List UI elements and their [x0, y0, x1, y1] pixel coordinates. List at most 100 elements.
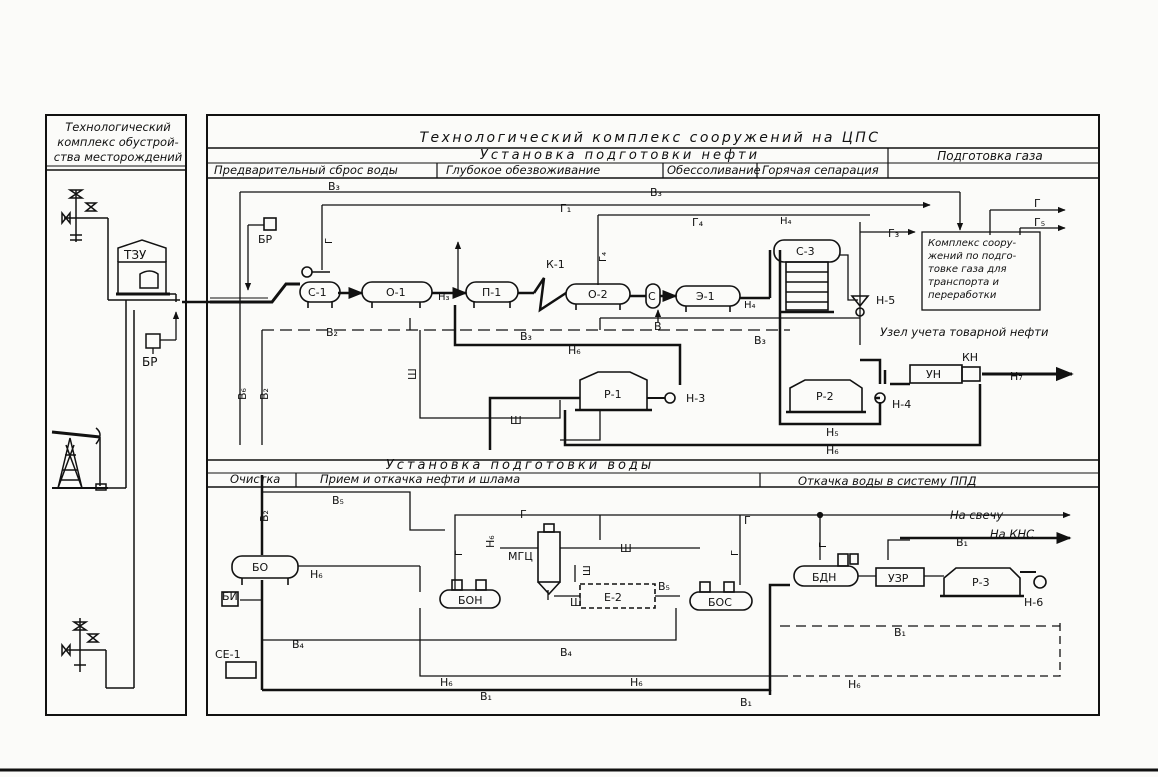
stream-v3-d: В₃ [754, 334, 766, 347]
gas-complex-line-5: переработки [928, 289, 997, 301]
field-panel [45, 114, 187, 716]
stream-v6: В₆ [236, 387, 249, 400]
vessel-o2 [565, 283, 631, 305]
section-cleaning: Очистка [230, 472, 280, 486]
stream-v4-a: В₄ [292, 638, 305, 651]
stream-n6-c: Н₆ [310, 568, 323, 581]
label-n5: Н-5 [876, 294, 895, 307]
vessel-o1 [361, 281, 433, 303]
stream-v1-c: В₁ [894, 626, 906, 639]
stream-n6-b: Н₆ [826, 444, 839, 457]
gas-complex-line-4: транспорта и [928, 277, 999, 288]
label-e2: Е-2 [604, 591, 622, 604]
wellhead-bottom-icon [61, 310, 135, 689]
unit-uzr [875, 567, 925, 587]
stream-v3-a: В₃ [328, 180, 340, 193]
stream-sh-b: Ш [406, 368, 419, 380]
br-box-main [263, 217, 277, 231]
stream-g4-b: Г₄ [598, 252, 609, 262]
stream-sh-d: Ш [570, 596, 582, 609]
stream-v4-b: В₄ [560, 646, 573, 659]
label-bo: БО [252, 561, 269, 574]
stream-v5-a: В₅ [332, 494, 344, 507]
vessel-e2 [579, 583, 656, 609]
label-uzr: УЗР [888, 572, 909, 585]
vessel-bon [439, 589, 501, 609]
gas-complex-line-3: товке газа для [928, 264, 1007, 275]
field-title-line-2: комплекс обустрой- [57, 135, 178, 149]
stream-g-a: Г [520, 508, 527, 521]
field-title-line-1: Технологический [65, 120, 171, 134]
stream-g4-a: Г₄ [692, 216, 704, 229]
section-prelim-water: Предварительный сброс воды [214, 163, 398, 177]
section-desalting: Обессоливание [667, 163, 761, 177]
label-r1: Р-1 [604, 388, 622, 401]
vessel-se1 [225, 661, 257, 679]
stream-sh-c: Ш [620, 542, 632, 555]
label-bdn: БДН [812, 571, 836, 584]
pump-n4-icon [874, 392, 886, 404]
stream-n7: Н₇ [1010, 370, 1023, 383]
stream-v2-c: В₂ [258, 510, 271, 522]
stream-sh-e: Ш [582, 565, 593, 576]
main-frame [206, 114, 1100, 716]
label-bon: БОН [458, 594, 482, 607]
gas-complex-line-2: жений по подго- [927, 251, 1017, 262]
stream-n6-e: Н₆ [630, 676, 643, 689]
label-e1: Э-1 [696, 290, 715, 303]
stream-n6-f: Н₆ [848, 678, 861, 691]
label-c: С [648, 290, 656, 303]
stream-v3-c: В₃ [520, 330, 532, 343]
oil-piping [210, 191, 1074, 450]
water-stream-labels: В₅ Г Г Ш Ш В₅ Н₆ В₄ В₄ Н₆ Н₆ Н₆ В₁ В₁ В₁… [258, 494, 968, 709]
vessel-bdn [793, 565, 859, 587]
label-se1: СЕ-1 [215, 648, 241, 661]
stream-n6-g: Н₆ [484, 535, 497, 548]
vessel-bi [221, 591, 239, 607]
label-bos: БОС [708, 596, 732, 609]
oil-equipment [263, 217, 1041, 414]
stream-g5: Г₅ [1034, 216, 1045, 229]
section-water-ppd: Откачка воды в систему ППД [798, 474, 976, 488]
label-p1: П-1 [482, 286, 501, 299]
to-flare-label: На свечу [950, 508, 1003, 522]
stream-v1-b: В₁ [740, 696, 752, 709]
vessel-e1 [675, 285, 741, 307]
label-kn: КН [962, 351, 978, 364]
stream-v: В [654, 320, 662, 333]
label-c1: С-1 [308, 286, 327, 299]
stream-n5: Н₅ [826, 426, 839, 439]
stream-g-e: Г [818, 542, 829, 548]
field-title-line-3: ства месторождений [54, 150, 183, 164]
stream-v2-a: В₂ [326, 326, 338, 339]
water-piping [240, 475, 1072, 695]
label-o2: О-2 [588, 288, 608, 301]
section-oil-sludge: Прием и откачка нефти и шлама [320, 472, 520, 486]
gas-complex-line-1: Комплекс соору- [928, 238, 1017, 249]
label-k1: К-1 [546, 258, 565, 271]
label-n6: Н-6 [1024, 596, 1043, 609]
water-equipment [221, 523, 1047, 679]
stream-v3-b: В₃ [650, 186, 662, 199]
oil-unit-title: Установка подготовки нефти [480, 148, 760, 163]
gas-section-title: Подготовка газа [937, 149, 1043, 163]
label-r3: Р-3 [972, 576, 990, 589]
water-unit-title: Установка подготовки воды [386, 458, 654, 473]
stream-g-top: Г [1034, 197, 1041, 210]
unit-kn [961, 366, 981, 382]
c3-packing [785, 261, 829, 311]
label-un: УН [926, 368, 941, 381]
stream-g3: Г₃ [888, 227, 899, 240]
section-deep-dehydration: Глубокое обезвоживание [446, 163, 600, 177]
br-label-left: БР [142, 355, 157, 369]
vessel-c1 [299, 281, 341, 303]
oil-stream-labels: В₃ В₃ Г₁ Г₄ Г₃ Г Г₅ Н₄ Н₃ Н₄ В₂ В₃ В₃ Н₆… [236, 180, 1045, 457]
valve-h5-icon [850, 295, 870, 308]
stream-g-b: Г [744, 514, 751, 527]
stream-n4-top: Н₄ [780, 216, 792, 227]
metering-node-label: Узел учета товарной нефти [880, 325, 1049, 339]
stream-g-d: Г [730, 550, 741, 556]
pump-n3-icon [664, 392, 676, 404]
vessel-mgc [537, 531, 561, 583]
